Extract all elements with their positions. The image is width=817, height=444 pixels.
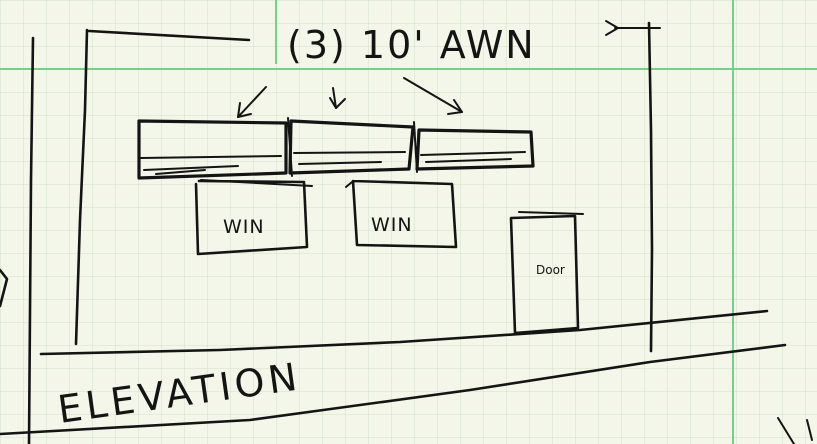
arrow-icon-right <box>403 77 463 113</box>
building-outline <box>0 20 661 444</box>
door: Door <box>509 211 584 335</box>
awning-center <box>288 119 415 175</box>
window-left: WIN <box>194 179 313 256</box>
elevation-label: ELEVATION <box>55 354 303 432</box>
arrow-icon-center <box>332 87 337 109</box>
awning-divider-b <box>413 121 418 173</box>
arrow-icon-right-head-a <box>453 99 463 113</box>
arrow-icon-left <box>237 86 267 118</box>
window-label-left: WIN <box>223 216 265 238</box>
awning-annotation: (3) 10' AWN <box>287 23 536 67</box>
arrow-icon-right-head-b <box>447 111 463 115</box>
arrow-icon-left-head-a <box>237 102 241 118</box>
ground-lines <box>0 309 813 444</box>
door-label: Door <box>536 263 565 277</box>
arrow-icon-left-head-b <box>237 113 252 118</box>
window-label-right: WIN <box>371 214 413 236</box>
awning-divider-a <box>287 117 293 177</box>
awning-right <box>415 128 535 171</box>
arrow-icon-center-head-a <box>329 97 337 109</box>
awning-row <box>137 117 535 180</box>
window-right: WIN <box>345 179 458 249</box>
awning-left <box>137 119 288 180</box>
arrow-icon-center-head-b <box>335 98 346 109</box>
awning-arrows <box>237 77 463 118</box>
